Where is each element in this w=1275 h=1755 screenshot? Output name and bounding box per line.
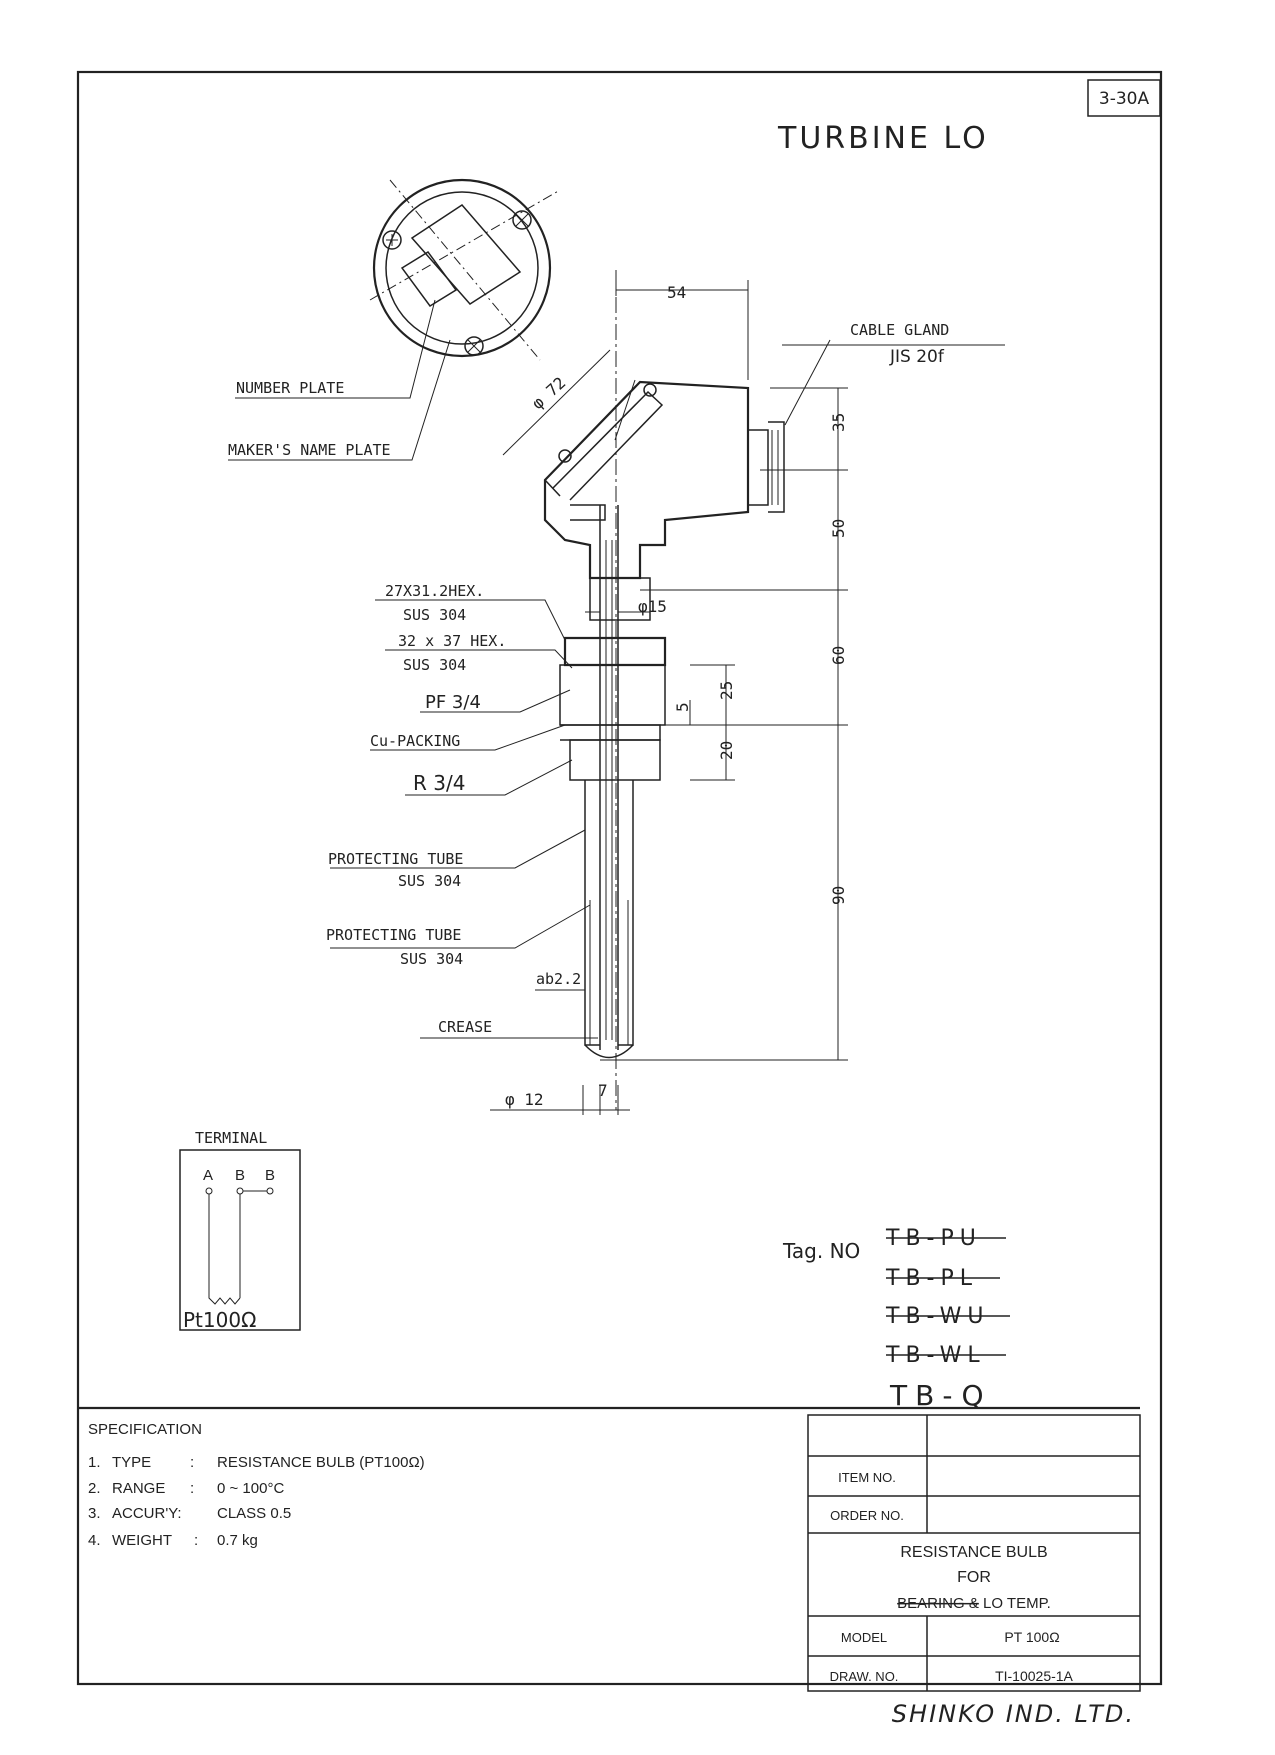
draw-no-label: DRAW. NO. (830, 1669, 899, 1684)
spec-num: 3. (88, 1505, 101, 1522)
spec-heading: SPECIFICATION (88, 1421, 202, 1438)
makers-plate-label: MAKER'S NAME PLATE (228, 441, 391, 459)
protecting-tube-2-label: PROTECTING TUBE (326, 926, 461, 944)
callout-leaders (330, 339, 1005, 1039)
dim-90: 90 (829, 886, 848, 905)
dim-phi12: φ 12 (505, 1090, 544, 1109)
protecting-tube-1-material: SUS 304 (398, 872, 461, 890)
tag-strike-lines (886, 1237, 1010, 1356)
spec-value: 0.7 kg (217, 1532, 258, 1549)
hex1-label: 27X31.2HEX. (385, 582, 484, 600)
terminal-pin-b2: B (265, 1167, 275, 1184)
protecting-tube-2-material: SUS 304 (400, 950, 463, 968)
hex2-material: SUS 304 (403, 656, 466, 674)
sensor-head-side-view (543, 379, 785, 580)
cu-packing-label: Cu-PACKING (370, 732, 460, 750)
spec-value: CLASS 0.5 (217, 1505, 291, 1522)
drawing-title: TURBINE LO (777, 121, 989, 156)
spec-sep: : (190, 1480, 194, 1497)
terminal-title: TERMINAL (195, 1129, 267, 1147)
spec-key: RANGE (112, 1480, 165, 1497)
spec-num: 4. (88, 1532, 101, 1549)
desc-struck: BEARING & (897, 1595, 979, 1612)
spec-value: 0 ~ 100°C (217, 1480, 284, 1497)
terminal-diagram (179, 1149, 301, 1331)
terminal-pin-a: A (203, 1167, 213, 1184)
dim-20: 20 (717, 741, 736, 760)
sheet-border (76, 70, 1163, 1686)
hex1-material: SUS 304 (403, 606, 466, 624)
dim-phi15: φ15 (638, 597, 667, 616)
grease-label: CREASE (438, 1018, 492, 1036)
sheet-number: 3-30A (1099, 89, 1150, 109)
spec-key: ACCUR'Y: (112, 1505, 182, 1522)
order-no-label: ORDER NO. (830, 1508, 904, 1523)
spec-num: 2. (88, 1480, 101, 1497)
dim-phi72: φ 72 (528, 373, 569, 413)
spec-sep: : (190, 1454, 194, 1471)
stem-and-fittings (559, 505, 667, 1059)
tag-label: Tag. NO (782, 1239, 860, 1263)
makers-plate-leader (228, 339, 451, 461)
cable-gland-std: JIS 20f (889, 347, 945, 367)
dimension-lines (490, 280, 848, 1115)
terminal-element: Pt100Ω (183, 1308, 256, 1332)
item-no-label: ITEM NO. (838, 1470, 896, 1485)
ab-label: ab2.2 (536, 970, 581, 988)
dim-54: 54 (667, 283, 686, 302)
sheet-number-box (1087, 79, 1161, 117)
head-top-view (369, 178, 561, 361)
dim-5: 5 (673, 702, 692, 712)
draw-no-value: TI-10025-1A (995, 1668, 1073, 1684)
desc-line-1: RESISTANCE BULB (900, 1544, 1047, 1561)
spec-key: TYPE (112, 1454, 151, 1471)
number-plate-label: NUMBER PLATE (236, 379, 344, 397)
dim-7: 7 (598, 1081, 608, 1100)
spec-table: 1. TYPE : RESISTANCE BULB (PT100Ω) 2. RA… (88, 1454, 425, 1549)
desc-line-3: BEARING & LO TEMP. (897, 1595, 1051, 1612)
spec-sep: : (194, 1532, 198, 1549)
dim-50: 50 (829, 519, 848, 538)
desc-line-2: FOR (957, 1569, 991, 1586)
desc-rest: LO TEMP. (979, 1595, 1051, 1612)
spec-value: RESISTANCE BULB (PT100Ω) (217, 1454, 425, 1471)
spec-num: 1. (88, 1454, 101, 1471)
title-block-grid (807, 1414, 1141, 1692)
model-label: MODEL (841, 1630, 887, 1645)
dim-25: 25 (717, 681, 736, 700)
tag-current: TB-Q (889, 1379, 991, 1412)
dim-60: 60 (829, 646, 848, 665)
terminal-pin-b1: B (235, 1167, 245, 1184)
hex2-label: 32 x 37 HEX. (398, 632, 506, 650)
model-value: PT 100Ω (1004, 1629, 1059, 1645)
protecting-tube-1-label: PROTECTING TUBE (328, 850, 463, 868)
dim-35: 35 (829, 413, 848, 432)
number-plate-leader (235, 299, 436, 399)
pf-label: PF 3/4 (425, 692, 481, 713)
maker-name: SHINKO IND. LTD. (892, 1700, 1135, 1728)
cable-gland-label: CABLE GLAND (850, 321, 949, 339)
r-label: R 3/4 (413, 771, 465, 795)
spec-key: WEIGHT (112, 1532, 172, 1549)
